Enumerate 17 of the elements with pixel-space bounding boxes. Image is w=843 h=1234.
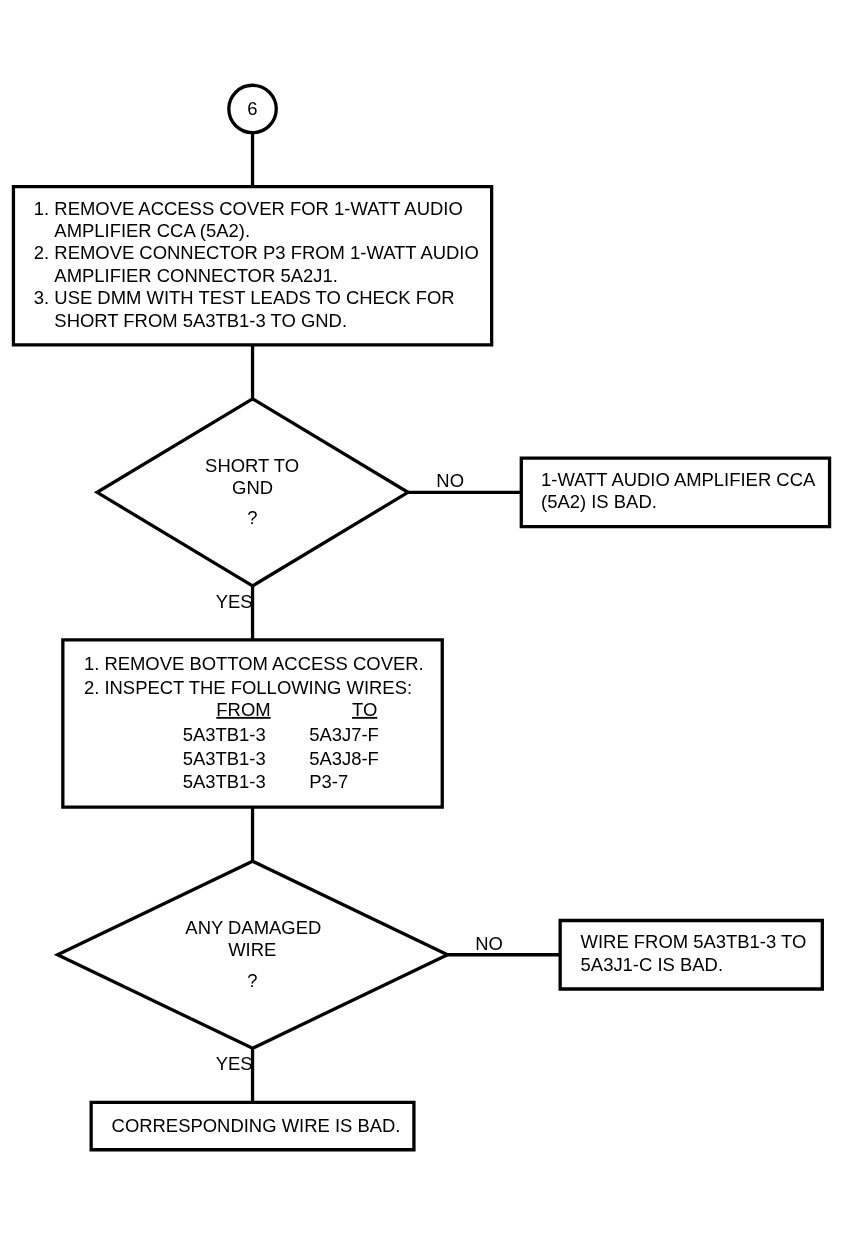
node-box: 1-WATT AUDIO AMPLIFIER CCA (5A2) IS BAD.: [519, 455, 832, 528]
edge-label: NO: [475, 932, 503, 954]
node-box: CORRESPONDING WIRE IS BAD.: [89, 1100, 416, 1151]
node-box: WIRE FROM 5A3TB1-3 TO 5A3J1-C IS BAD.: [558, 918, 824, 991]
connector: [250, 1047, 255, 1102]
edge-label: YES: [215, 1052, 253, 1074]
connector: [447, 952, 560, 956]
node-box: 1. REMOVE ACCESS COVER FOR 1-WATT AUDIO AMPLIFIER CCA (5A2). 2. REMOVE CONNECTOR P3 FROM 1-WATT AUDIO AMPLIFIER CONNECTOR 5A2J1. 3. USE DMM WITH TEST LEADS TO CHECK FOR SHORT FROM 5A3TB1-3 TO GND.: [11, 184, 494, 346]
connector: [250, 344, 255, 399]
node-circle: 6: [227, 83, 278, 134]
connector: [408, 490, 522, 494]
connector: [250, 807, 255, 861]
edge-label: NO: [436, 469, 464, 491]
edge-label: YES: [215, 590, 253, 612]
connector: [250, 585, 255, 639]
connector: [250, 132, 255, 187]
node-box: 1. REMOVE BOTTOM ACCESS COVER. 2. INSPECT THE FOLLOWING WIRES: FROM TO 5A3TB1-3 5A3J7-F 5A3TB1-3 5A3J8-F 5A3TB1-3 P3-7: [61, 637, 444, 809]
